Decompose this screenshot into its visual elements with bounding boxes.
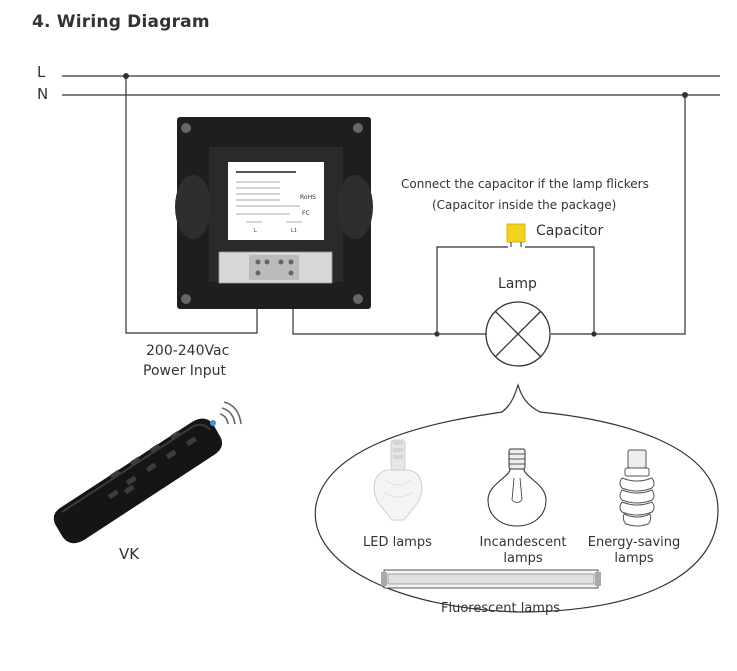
screw-icon	[353, 123, 363, 133]
neutral-line-label: N	[37, 85, 49, 103]
touch-switch-panel: RoHS FC L L1	[175, 117, 373, 309]
screw-icon	[181, 123, 191, 133]
remote-button	[166, 449, 177, 459]
lamp-symbol	[485, 301, 551, 367]
capacitor	[506, 223, 526, 243]
terminal-label-l1: L1	[291, 228, 297, 234]
led-lamps-label: LED lamps	[363, 535, 432, 550]
signal-icon	[219, 413, 229, 425]
live-line-label: L	[37, 63, 46, 81]
lamp-label: Lamp	[498, 276, 537, 292]
remote-led	[210, 420, 216, 426]
remote-button	[126, 475, 137, 485]
page-title: 4. Wiring Diagram	[32, 12, 210, 32]
remote-button	[170, 430, 181, 440]
capacitor-wire-right	[525, 246, 595, 334]
led-bulb-icon	[373, 439, 423, 521]
capacitor-junction-right	[591, 331, 597, 337]
remote-button	[108, 489, 119, 499]
capacitor-wire	[436, 246, 508, 334]
energy-saving-label-line1: Energy-saving	[587, 535, 681, 550]
incandescent-label-line1: Incandescent	[479, 535, 567, 550]
power-input-label: Power Input	[143, 363, 227, 379]
remote-button	[146, 462, 157, 472]
lamp-to-neutral-wire	[551, 95, 686, 335]
remote-button	[130, 456, 141, 466]
remote-label: VK	[119, 545, 140, 563]
switch-label-sticker	[228, 162, 324, 240]
capacitor-note-line1: Connect the capacitor if the lamp flicke…	[401, 177, 649, 191]
incandescent-bulb-icon	[487, 448, 547, 527]
remote-button	[110, 469, 121, 479]
power-input-voltage: 200-240Vac	[146, 343, 230, 359]
energy-saving-label-line2: lamps	[614, 551, 654, 566]
incandescent-label-line2: lamps	[503, 551, 543, 566]
rohs-badge: RoHS	[300, 194, 316, 201]
fluorescent-lamps-label: Fluorescent lamps	[441, 601, 560, 616]
energy-saving-bulb-icon	[619, 449, 655, 527]
remote-button	[186, 436, 197, 446]
fluorescent-tube-icon	[381, 569, 601, 589]
screw-icon	[181, 294, 191, 304]
capacitor-label: Capacitor	[536, 223, 604, 239]
remote-control	[53, 401, 242, 544]
capacitor-note-line2: (Capacitor inside the package)	[432, 198, 617, 212]
screw-icon	[353, 294, 363, 304]
fc-badge: FC	[302, 210, 310, 217]
terminal-label-l: L	[254, 228, 257, 234]
remote-button	[150, 443, 161, 453]
remote-button	[124, 484, 135, 494]
capacitor-junction-left	[434, 331, 440, 337]
